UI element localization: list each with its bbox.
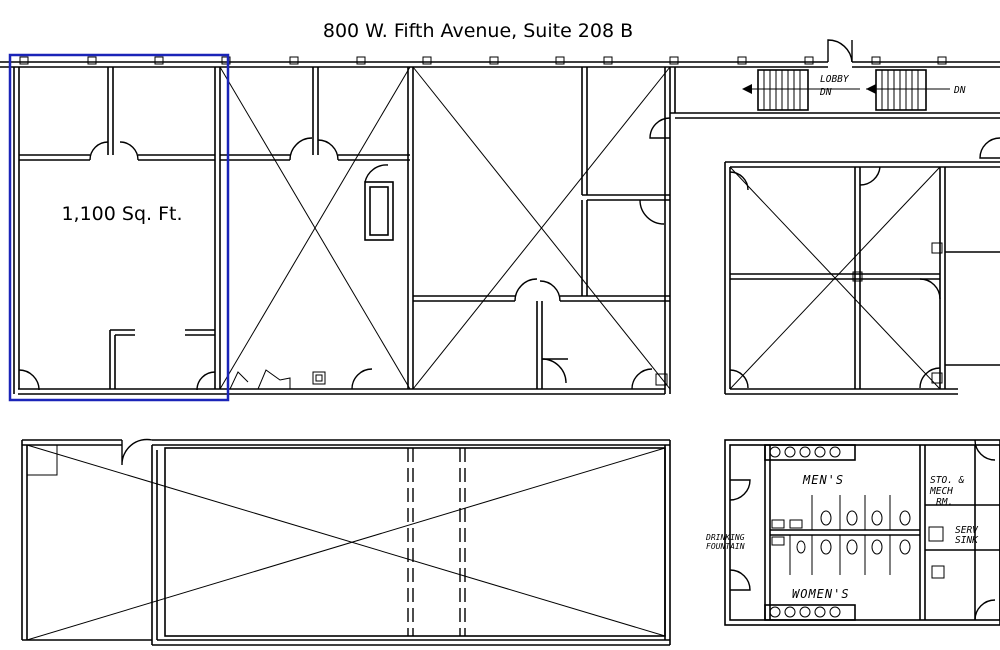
storage-label-3: RM. [936, 497, 953, 508]
womens-room-label: WOMEN'S [792, 587, 850, 601]
suite-highlight [8, 53, 230, 402]
fountain-label-1: DRINKING [705, 533, 745, 542]
plan-title: 800 W. Fifth Avenue, Suite 208 B [323, 20, 633, 42]
stair-label-down: DN [819, 87, 832, 98]
upper-office-block [13, 66, 671, 395]
stair-label-lobby: LOBBY [820, 74, 850, 85]
right-office-block [724, 161, 1000, 395]
stairwell: LOBBY DN DN [742, 69, 966, 111]
service-sink-label-2: SINK [955, 535, 979, 546]
mens-room-label: MEN'S [802, 473, 844, 487]
fountain-label-2: FOUNTAIN [706, 542, 745, 551]
stair-label-down-right: DN [953, 85, 966, 96]
exterior-wall-top [0, 39, 1000, 68]
lower-left-space [21, 438, 671, 646]
suite-area-label: 1,100 Sq. Ft. [61, 203, 182, 225]
restrooms: MEN'S WOMEN'S STO. & MECH RM. SERV SINK … [705, 439, 1000, 626]
corridor [649, 67, 1000, 159]
service-sink-label-1: SERV [955, 525, 979, 536]
storage-label-1: STO. & [930, 475, 965, 486]
storage-label-2: MECH [929, 486, 953, 497]
